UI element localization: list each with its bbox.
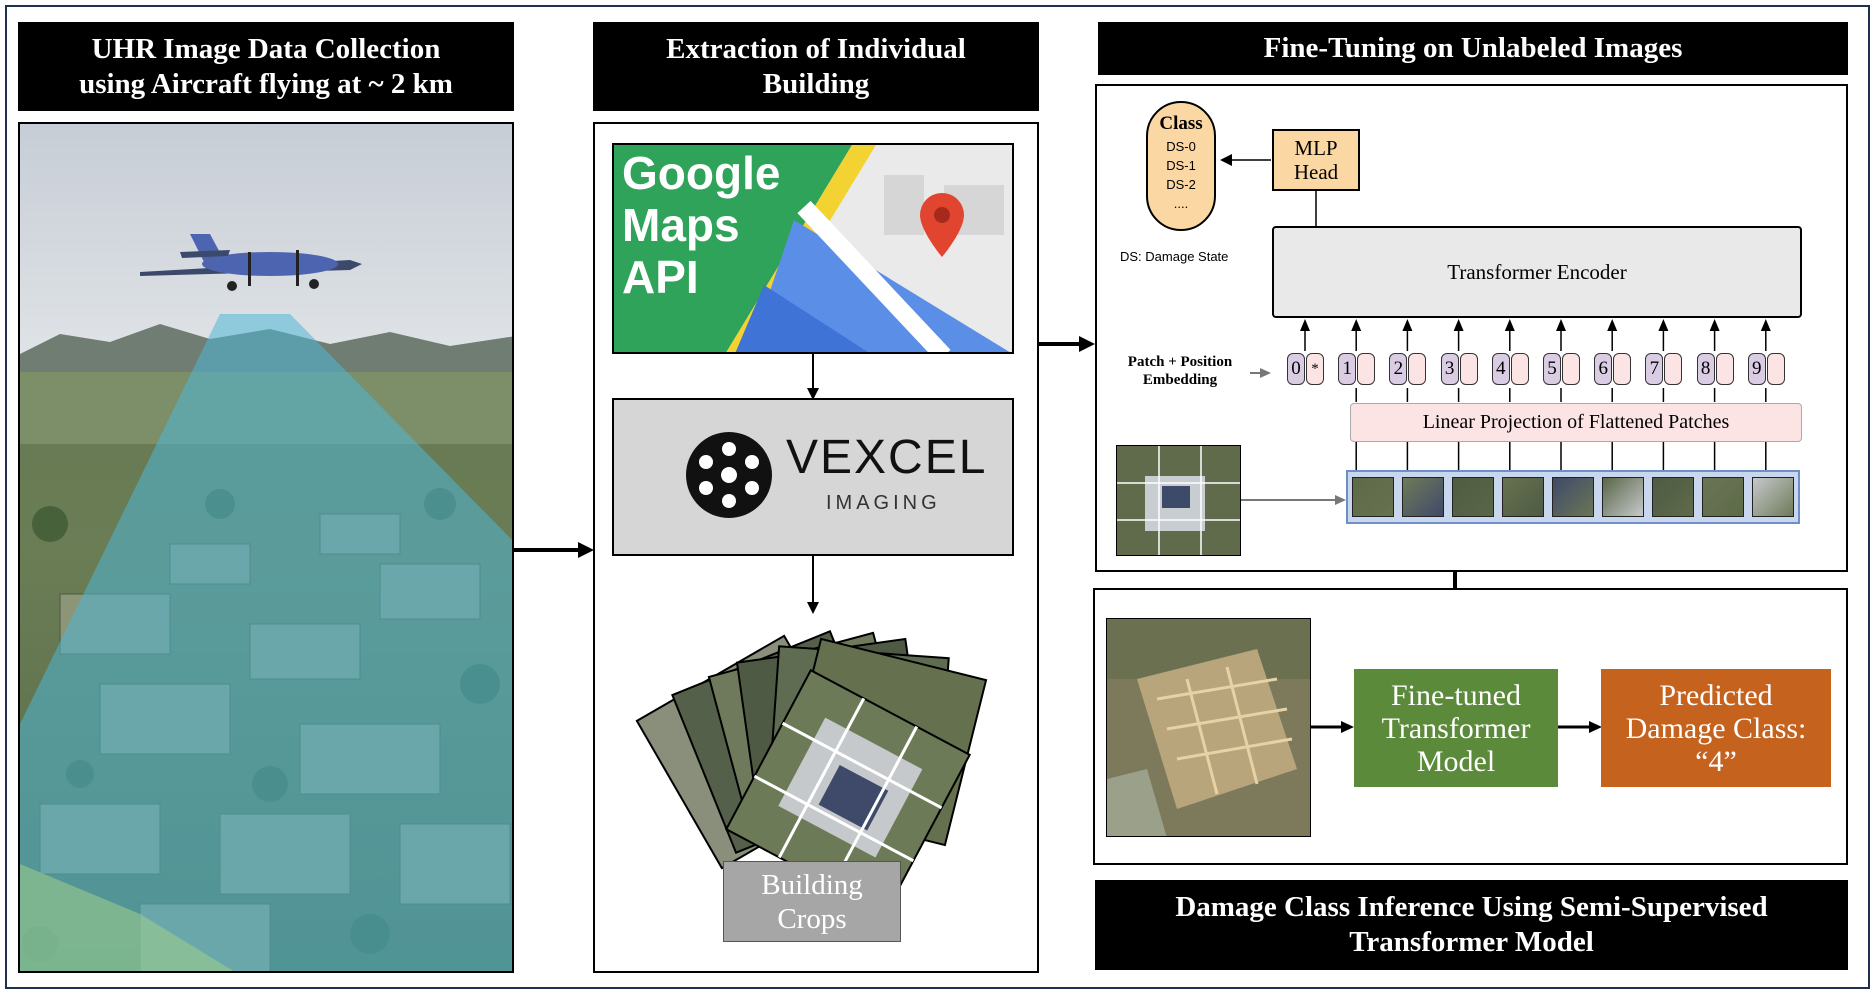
- linear-projection: Linear Projection of Flattened Patches: [1350, 403, 1802, 442]
- token-arrowhead: [1402, 319, 1413, 331]
- patch-embedding: [1459, 353, 1478, 385]
- damaged-building-illustration: [1107, 619, 1310, 836]
- position-embedding: 0: [1287, 353, 1305, 385]
- position-embedding: 5: [1543, 353, 1561, 385]
- arrow-vexcel-to-crops: [807, 556, 819, 614]
- position-embedding: 4: [1491, 353, 1510, 385]
- vexcel-subtitle: IMAGING: [826, 492, 941, 514]
- vexcel-imaging-tile: VEXCEL IMAGING: [612, 398, 1014, 556]
- token-arrowhead: [1504, 319, 1515, 331]
- image-patch: [1702, 477, 1744, 517]
- image-patch: [1552, 477, 1594, 517]
- patch-embedding: [1766, 353, 1785, 385]
- token-arrowhead: [1453, 319, 1464, 331]
- google-maps-api-tile: Google Maps API: [612, 143, 1014, 354]
- building-crops-stack: [635, 630, 988, 912]
- image-patch: [1402, 477, 1444, 517]
- patch-embedding: [1562, 353, 1580, 385]
- token-arrowhead: [1300, 319, 1310, 331]
- predicted-class-box: Predicted Damage Class: “4”: [1601, 669, 1831, 787]
- token-arrowhead: [1658, 319, 1669, 331]
- patch-embedding: [1613, 353, 1632, 385]
- position-embedding: 3: [1440, 353, 1459, 385]
- class-item: DS-0: [1166, 139, 1196, 154]
- token-arrowhead: [1760, 319, 1771, 331]
- image-patch: [1502, 477, 1544, 517]
- position-embedding: 7: [1645, 353, 1664, 385]
- arrow-google-to-vexcel: [807, 354, 819, 400]
- vexcel-name: VEXCEL: [786, 431, 988, 484]
- vit-connectors: [1220, 154, 1346, 505]
- token-arrowhead: [1556, 319, 1566, 331]
- class-item: DS-1: [1166, 158, 1196, 173]
- input-building-illustration: [1117, 446, 1240, 555]
- token-arrowhead: [1709, 319, 1720, 331]
- map-pin-icon: [920, 193, 964, 257]
- image-patch: [1752, 477, 1794, 517]
- uhr-collection-header: UHR Image Data Collection using Aircraft…: [18, 22, 514, 111]
- image-patch: [1452, 477, 1494, 517]
- position-embedding: 1: [1338, 353, 1357, 385]
- google-maps-line-3: API: [622, 251, 699, 303]
- aerial-photo-illustration: [20, 124, 512, 971]
- class-title: Class: [1159, 113, 1203, 134]
- damaged-building-image: [1106, 618, 1311, 837]
- mlp-head: MLP Head: [1272, 129, 1360, 191]
- token-arrowhead: [1351, 319, 1362, 331]
- aerial-photo: [18, 122, 514, 973]
- building-crops-label: Building Crops: [723, 861, 901, 942]
- inference-header: Damage Class Inference Using Semi-Superv…: [1095, 880, 1848, 970]
- google-maps-text: Google Maps API: [622, 147, 780, 303]
- damage-state-note: DS: Damage State: [1120, 249, 1229, 264]
- arrow-to-finetune: [1039, 336, 1095, 352]
- image-patch: [1602, 477, 1644, 517]
- image-patch: [1652, 477, 1694, 517]
- patch-embedding: [1357, 353, 1376, 385]
- token-arrowhead: [1607, 319, 1618, 331]
- input-building-image: [1116, 445, 1241, 556]
- extraction-header: Extraction of Individual Building: [593, 22, 1039, 111]
- position-embedding: 6: [1594, 353, 1613, 385]
- patch-embedding: [1664, 353, 1683, 385]
- position-embedding: 9: [1747, 353, 1766, 385]
- google-maps-line-1: Google: [622, 147, 781, 199]
- patch-embedding: [1408, 353, 1427, 385]
- class-token: *: [1306, 353, 1324, 385]
- class-output: Class DS-0 DS-1 DS-2 ....: [1146, 101, 1216, 231]
- patch-embedding: [1715, 353, 1734, 385]
- image-patch: [1352, 477, 1394, 517]
- finetuned-model-box: Fine-tuned Transformer Model: [1354, 669, 1558, 787]
- google-maps-line-2: Maps: [622, 199, 740, 251]
- finetune-header: Fine-Tuning on Unlabeled Images: [1098, 22, 1848, 75]
- class-item: DS-2: [1166, 177, 1196, 192]
- arrow-image-to-model: [1311, 721, 1354, 733]
- arrow-model-to-prediction: [1558, 721, 1602, 733]
- flattened-patches: [1346, 470, 1800, 524]
- patch-position-label: Patch + Position Embedding: [1127, 354, 1233, 388]
- class-item: ....: [1173, 196, 1189, 211]
- token-arrows: [1300, 319, 1771, 470]
- transformer-encoder: Transformer Encoder: [1272, 226, 1802, 318]
- google-maps-illustration: [614, 145, 1012, 352]
- airplane-icon: [140, 234, 362, 291]
- patch-embedding: [1510, 353, 1529, 385]
- vexcel-logo-icon: [686, 432, 772, 518]
- figure-frame: [5, 5, 1870, 989]
- position-embedding: 8: [1696, 353, 1715, 385]
- position-embedding: 2: [1389, 353, 1408, 385]
- arrow-to-extraction: [514, 542, 594, 558]
